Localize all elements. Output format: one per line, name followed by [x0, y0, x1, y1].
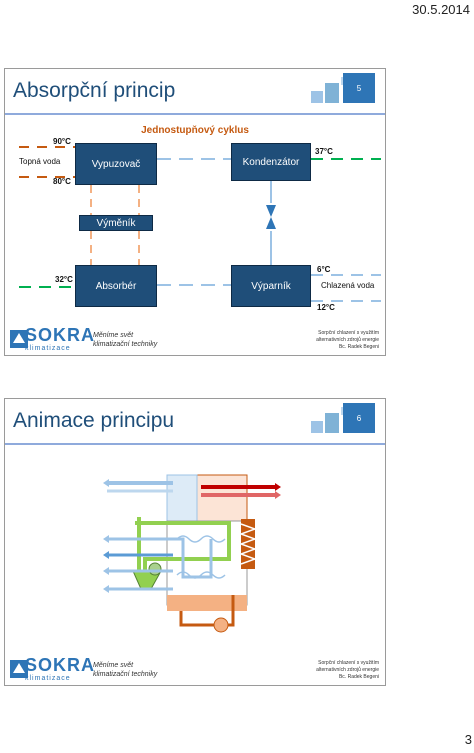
flow-arrow-icon: [275, 491, 281, 499]
logo-subtext: klimatizace: [25, 675, 71, 682]
label-temp-37: 37°C: [315, 147, 333, 156]
slide-principle-animation: Animace principu 6: [4, 398, 386, 686]
slide-absorption-principle: Absorpční princip 5 Jednostupňový cyklus: [4, 68, 386, 356]
absorption-machine-illustration: [103, 474, 281, 633]
slide-number-badge: 6: [343, 403, 375, 433]
diagram-title: Jednostupňový cyklus: [141, 125, 249, 136]
page-date: 30.5.2014: [412, 2, 470, 17]
label-temp-80: 80°C: [53, 177, 71, 186]
slide-title: Animace principu: [13, 409, 175, 432]
cycle-diagram-lines: [19, 146, 381, 302]
box-condenser: Kondenzátor: [231, 143, 311, 181]
logo-text: SOKRA: [25, 325, 96, 345]
slide-footer: SOKRA klimatizace Měníme svět klimatizač…: [5, 319, 385, 355]
box-generator: Vypuzovač: [75, 143, 157, 185]
sokra-logo-icon: [10, 660, 28, 678]
slide-title: Absorpční princip: [13, 79, 176, 102]
label-temp-90: 90°C: [53, 137, 71, 146]
slide-number-badge: 5: [343, 73, 375, 103]
page-number: 3: [464, 732, 472, 747]
label-temp-6: 6°C: [317, 265, 331, 274]
sokra-logo-icon: [10, 330, 28, 348]
flow-arrow-icon: [103, 551, 109, 559]
flow-arrow-icon: [275, 483, 281, 491]
flow-arrow-icon: [103, 535, 109, 543]
expansion-valve-bottom-icon: [266, 217, 276, 229]
expansion-valve-top-icon: [266, 205, 276, 217]
flow-arrow-icon: [103, 585, 109, 593]
slogan: Měníme svět klimatizační techniky: [93, 332, 158, 348]
label-chilled-water: Chlazená voda: [321, 281, 375, 290]
flow-arrow-icon: [103, 567, 109, 575]
title-rule: [5, 443, 385, 445]
flow-arrow-icon: [103, 479, 109, 487]
label-temp-12: 12°C: [317, 303, 335, 312]
box-heat-exchanger: Výměník: [79, 215, 153, 231]
box-evaporator: Výparník: [231, 265, 311, 307]
footer-info: Sorpční chlazení s využitím alternativní…: [316, 660, 379, 680]
label-temp-32: 32°C: [55, 275, 73, 284]
slide-footer: SOKRA klimatizace Měníme svět klimatizač…: [5, 649, 385, 685]
label-heating-water: Topná voda: [19, 157, 61, 166]
footer-info: Sorpční chlazení s využitím alternativní…: [316, 330, 379, 350]
slogan: Měníme svět klimatizační techniky: [93, 662, 158, 678]
logo-text: SOKRA: [25, 655, 96, 675]
logo-subtext: klimatizace: [25, 345, 71, 352]
title-rule: [5, 113, 385, 115]
box-absorber: Absorbér: [75, 265, 157, 307]
